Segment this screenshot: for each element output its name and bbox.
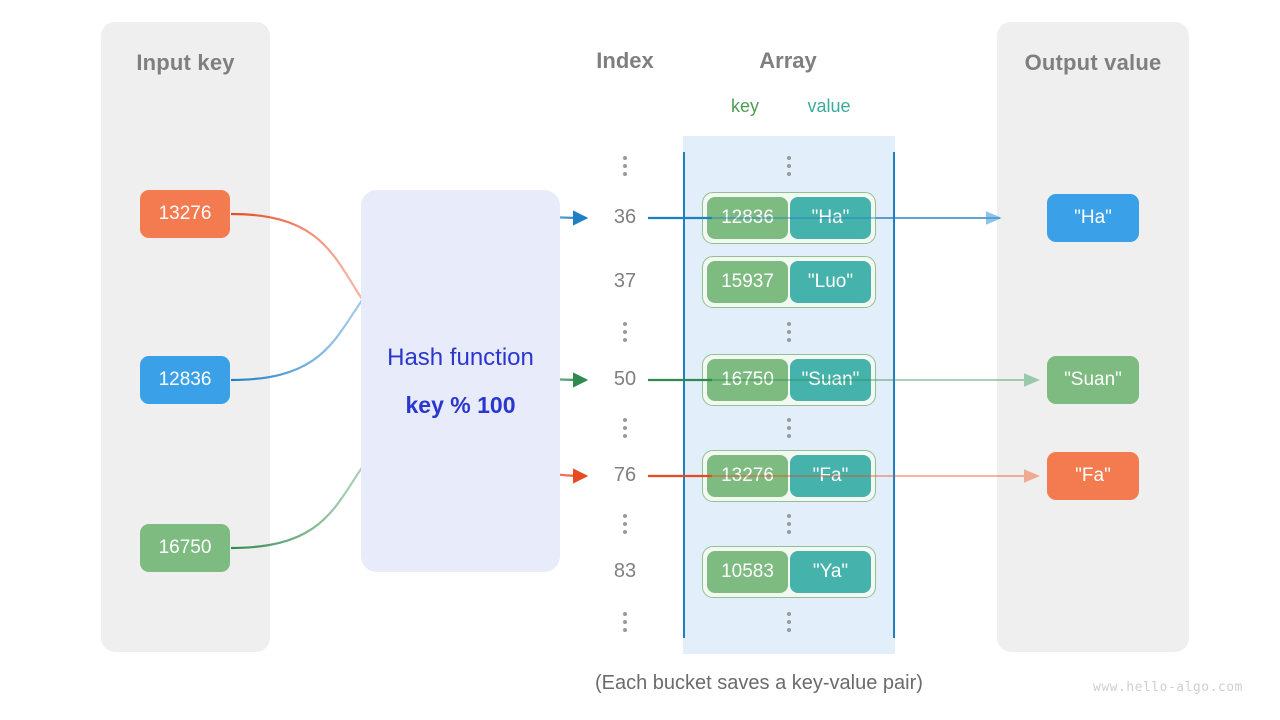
input-panel-title: Input key [136,50,235,75]
index-dots-2 [615,318,635,346]
bucket-50-key: 16750 [707,359,788,401]
bucket-37[interactable]: 15937 "Luo" [702,256,876,308]
bucket-36[interactable]: 12836 "Ha" [702,192,876,244]
array-key-label: key [730,96,759,116]
bucket-37-value: "Luo" [790,261,871,303]
output-value-suan[interactable]: "Suan" [1047,356,1139,404]
bucket-36-value: "Ha" [790,197,871,239]
array-dots-bottom [779,608,799,636]
index-label-37: 37 [613,270,637,292]
index-dots-3 [615,414,635,442]
array-value-label: value [807,96,851,116]
index-dots-4 [615,510,635,538]
array-dots-4 [779,510,799,538]
array-column-title: Array [759,48,817,73]
bucket-83[interactable]: 10583 "Ya" [702,546,876,598]
index-column-title: Index [596,48,654,73]
bucket-76[interactable]: 13276 "Fa" [702,450,876,502]
array-dots-2 [779,318,799,346]
hash-function-title: Hash function [387,344,534,371]
array-dots-top [779,152,799,180]
bucket-50[interactable]: 16750 "Suan" [702,354,876,406]
index-label-36: 36 [613,206,637,228]
bucket-50-value: "Suan" [790,359,871,401]
output-panel-title: Output value [1024,50,1162,75]
index-label-83: 83 [613,560,637,582]
index-label-50: 50 [613,368,637,390]
index-dots-bottom [615,608,635,636]
input-key-16750[interactable]: 16750 [140,524,230,572]
diagram-caption: (Each bucket saves a key-value pair) [595,672,923,694]
output-value-panel [997,22,1189,652]
index-label-76: 76 [613,464,637,486]
bucket-83-value: "Ya" [790,551,871,593]
index-dots-top [615,152,635,180]
site-watermark: www.hello-algo.com [1093,680,1243,695]
bucket-37-key: 15937 [707,261,788,303]
input-key-12836[interactable]: 12836 [140,356,230,404]
bucket-76-key: 13276 [707,455,788,497]
hash-function-formula: key % 100 [405,392,516,418]
output-value-ha[interactable]: "Ha" [1047,194,1139,242]
bucket-36-key: 12836 [707,197,788,239]
bucket-76-value: "Fa" [790,455,871,497]
bucket-83-key: 10583 [707,551,788,593]
input-key-13276[interactable]: 13276 [140,190,230,238]
hash-function-box [361,190,560,572]
array-dots-3 [779,414,799,442]
output-value-fa[interactable]: "Fa" [1047,452,1139,500]
